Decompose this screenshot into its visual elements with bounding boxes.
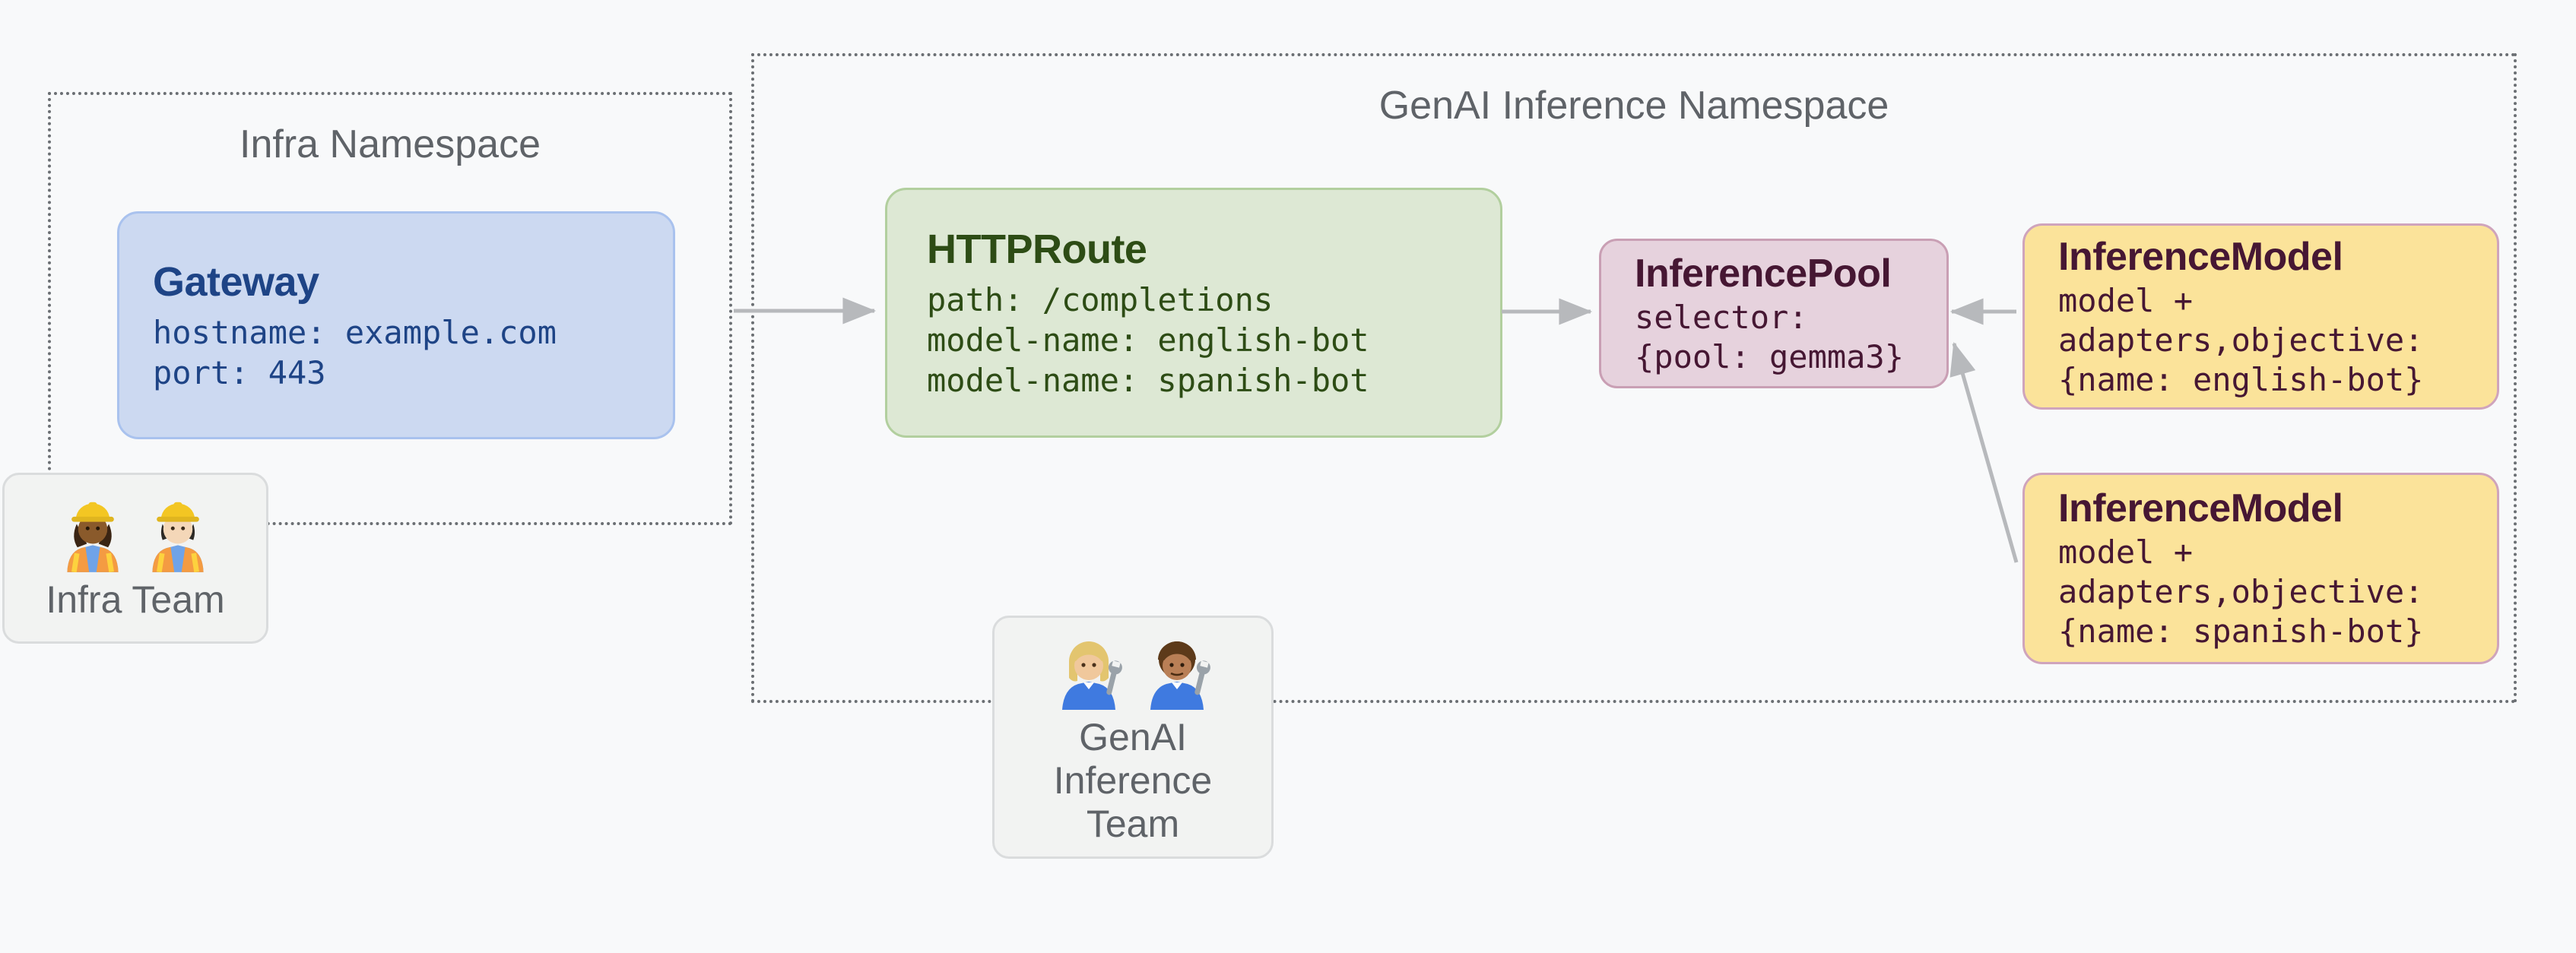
man-mechanic-icon — [1150, 641, 1210, 710]
gateway-node: Gateway hostname: example.com port: 443 — [117, 211, 675, 439]
inference-model-spanish-line2: adapters,objective: — [2058, 573, 2424, 610]
infra-team-label: Infra Team — [46, 578, 225, 621]
genai-team-label: GenAI Inference Team — [1053, 715, 1213, 845]
genai-inference-team-box: GenAI Inference Team — [992, 616, 1274, 859]
genai-namespace-title: GenAI Inference Namespace — [1378, 84, 1889, 128]
inference-pool-title: InferencePool — [1635, 251, 1892, 296]
inference-model-english-line2: adapters,objective: — [2058, 321, 2424, 359]
inference-model-english-node: InferenceModel model + adapters,objectiv… — [2022, 223, 2499, 410]
infra-team-box: Infra Team — [2, 473, 268, 644]
gateway-hostname: hostname: example.com — [153, 314, 557, 351]
inference-model-english-line3: {name: english-bot} — [2058, 360, 2424, 398]
infra-namespace-title: Infra Namespace — [240, 122, 541, 166]
httproute-model-english: model-name: english-bot — [927, 321, 1369, 359]
inference-pool-node: InferencePool selector: {pool: gemma3} — [1599, 239, 1949, 388]
genai-team-icons — [1051, 629, 1215, 710]
woman-construction-worker-icon — [67, 502, 119, 572]
infra-namespace-box: Infra Namespace Gateway hostname: exampl… — [48, 92, 732, 525]
httproute-model-spanish: model-name: spanish-bot — [927, 362, 1369, 399]
gateway-title: Gateway — [153, 259, 319, 305]
inference-model-spanish-line1: model + — [2058, 533, 2194, 571]
inference-model-english-line1: model + — [2058, 281, 2194, 319]
inference-pool-selector: selector: — [1635, 298, 1808, 336]
httproute-path: path: /completions — [927, 281, 1274, 318]
genai-inference-namespace-box: GenAI Inference Namespace HTTPRoute path… — [751, 53, 2517, 703]
inference-model-spanish-title: InferenceModel — [2058, 486, 2343, 530]
infra-team-icons — [56, 495, 214, 572]
inference-model-english-title: InferenceModel — [2058, 234, 2343, 279]
httproute-node: HTTPRoute path: /completions model-name:… — [885, 188, 1502, 438]
woman-mechanic-icon — [1062, 641, 1122, 710]
httproute-title: HTTPRoute — [927, 226, 1147, 272]
inference-pool-selector-value: {pool: gemma3} — [1635, 337, 1905, 375]
gateway-port: port: 443 — [153, 354, 326, 391]
inference-model-spanish-line3: {name: spanish-bot} — [2058, 613, 2424, 650]
inference-model-spanish-node: InferenceModel model + adapters,objectiv… — [2022, 473, 2499, 664]
man-construction-worker-icon — [152, 502, 204, 572]
